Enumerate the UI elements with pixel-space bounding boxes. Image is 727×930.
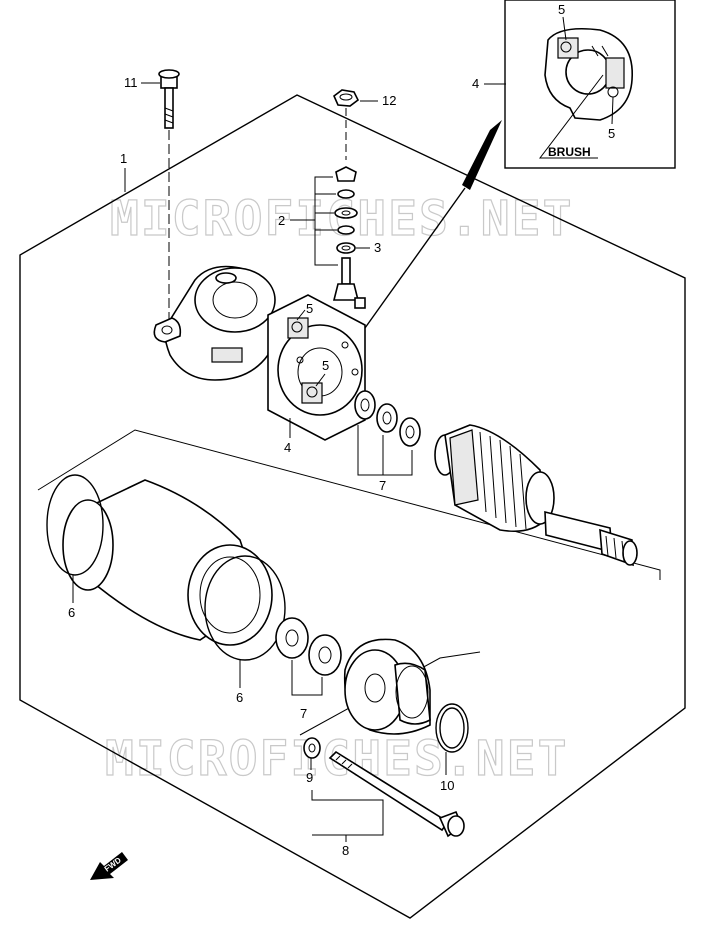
watermark-upper: MICROFICHES.NET	[110, 191, 573, 247]
terminal-bolt	[332, 257, 366, 309]
callout-7-lower: 7	[300, 706, 307, 721]
callout-6-rear: 6	[236, 690, 243, 705]
callout-2: 2	[278, 213, 285, 228]
washer-3	[336, 242, 356, 254]
housing-group-boundary-lower	[299, 651, 481, 736]
assembly-boundary	[19, 94, 686, 919]
nut-12	[333, 89, 360, 107]
callout-5-inset-bottom: 5	[608, 126, 615, 141]
brush-plate-4	[267, 294, 366, 441]
o-ring-10	[435, 703, 469, 753]
callout-8: 8	[342, 843, 349, 858]
callout-12: 12	[382, 93, 396, 108]
callout-4-inset: 4	[472, 76, 479, 91]
washers-7-upper	[354, 390, 421, 447]
fwd-arrow-icon: FWD	[90, 852, 128, 880]
brush-holder-inset	[544, 27, 633, 121]
brush-leader	[538, 74, 604, 159]
callout-5-plate-lower: 5	[322, 358, 329, 373]
o-ring-6-front	[46, 474, 104, 576]
callout-10: 10	[440, 778, 454, 793]
brush-label: BRUSH	[548, 145, 591, 159]
callout-4-plate: 4	[284, 440, 291, 455]
through-bolt-8	[328, 750, 465, 838]
washers-7-lower	[275, 617, 342, 676]
callout-9: 9	[306, 770, 313, 785]
armature	[434, 424, 638, 567]
callout-7-upper: 7	[379, 478, 386, 493]
callout-6-front: 6	[68, 605, 75, 620]
yoke-housing	[62, 479, 273, 646]
callout-5-inset-top: 5	[558, 2, 565, 17]
housing-group-boundary	[37, 429, 661, 580]
bolt-11	[158, 69, 180, 129]
inset-pointer-line	[364, 187, 466, 329]
callout-3: 3	[374, 240, 381, 255]
callout-11: 11	[124, 75, 138, 90]
inset-pointer	[462, 120, 502, 190]
rear-bracket-cover	[153, 265, 276, 381]
callout-5-plate-upper: 5	[306, 301, 313, 316]
o-ring-6-rear	[204, 555, 286, 661]
callout-1: 1	[120, 151, 127, 166]
front-bracket	[343, 638, 431, 735]
washer-9	[303, 737, 321, 759]
washer-stack-2	[334, 166, 358, 235]
